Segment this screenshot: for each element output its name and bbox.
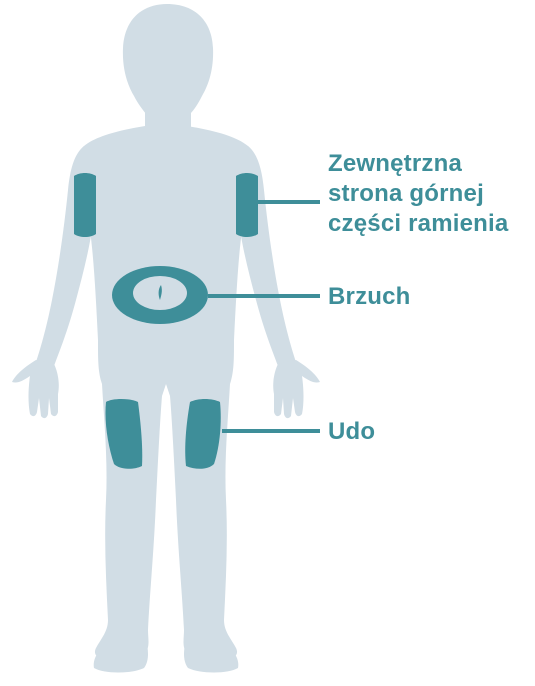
torso-legs [74, 126, 258, 660]
label-upper-arm: Zewnętrzna strona górnej części ramienia [328, 149, 508, 239]
label-upper-arm-line-2: strona górnej [328, 179, 508, 209]
label-upper-arm-line-1: Zewnętrzna [328, 149, 508, 179]
right-hand [273, 360, 320, 418]
right-thigh-site [185, 399, 221, 469]
label-upper-arm-line-3: części ramienia [328, 209, 508, 239]
head [123, 4, 213, 114]
label-abdomen: Brzuch [328, 282, 411, 312]
label-thigh: Udo [328, 417, 375, 447]
left-upper-arm-site [74, 173, 96, 237]
right-upper-arm-site [236, 173, 258, 237]
left-hand [12, 360, 59, 418]
body-silhouette [12, 4, 320, 673]
